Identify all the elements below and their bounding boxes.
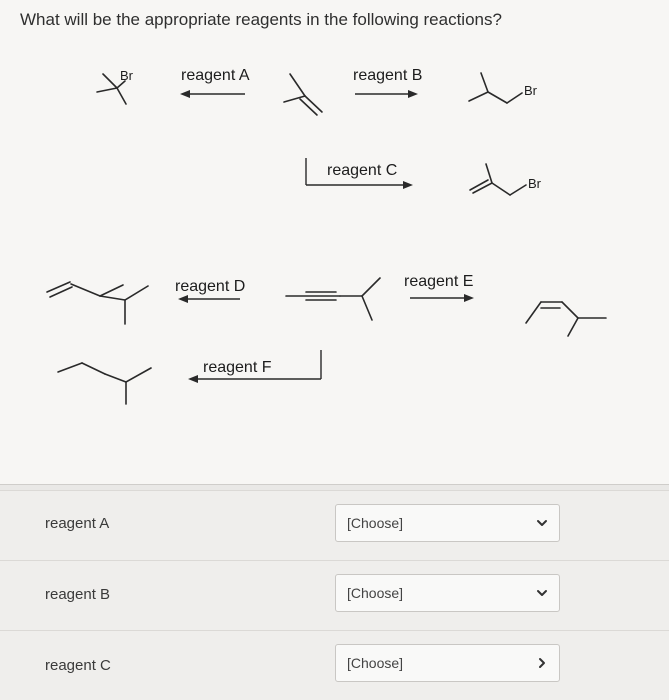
- isobutylene-structure: [283, 73, 323, 116]
- product-c-structure: Br: [469, 163, 542, 196]
- reagent-b-selected-value: [Choose]: [347, 585, 404, 601]
- reaction-scheme: Br reagent A reagent B Br: [46, 67, 607, 405]
- reagent-c-dropdown[interactable]: [Choose]: [335, 644, 560, 682]
- chevron-down-icon: [537, 590, 547, 596]
- isobutyl-bromide-structure: Br: [468, 72, 538, 104]
- br-label-c: Br: [528, 176, 542, 191]
- reagent-a-dropdown[interactable]: [Choose]: [335, 504, 560, 542]
- reagent-a-arrow: [180, 90, 245, 98]
- cis-alkene-structure: [525, 301, 607, 337]
- reagent-d-label: reagent D: [175, 278, 245, 295]
- alkene-d-structure: [46, 281, 149, 325]
- br-label-b: Br: [524, 83, 538, 98]
- alkene-f-structure: [57, 362, 152, 405]
- answer-row-reagent-c: reagent C [Choose]: [0, 630, 669, 700]
- answer-row-reagent-b: reagent B [Choose]: [0, 560, 669, 630]
- reagent-d-arrow: [178, 295, 240, 303]
- reagent-a-selected-value: [Choose]: [347, 515, 404, 531]
- question-title: What will be the appropriate reagents in…: [20, 10, 502, 29]
- reagent-f-label: reagent F: [203, 359, 272, 376]
- reagent-b-dropdown[interactable]: [Choose]: [335, 574, 560, 612]
- reagent-a-label: reagent A: [181, 67, 250, 84]
- reagent-f-arrow: [188, 350, 322, 383]
- tert-butyl-bromide-structure: Br: [96, 68, 134, 105]
- answer-label-reagent-b: reagent B: [45, 586, 111, 603]
- answer-row-reagent-a: reagent A [Choose]: [0, 490, 669, 560]
- reagent-e-arrow: [410, 294, 474, 302]
- br-label-left: Br: [120, 68, 134, 83]
- question-panel: What will be the appropriate reagents in…: [0, 0, 669, 485]
- reagent-c-arrow: [305, 158, 413, 189]
- alkyne-structure: [285, 277, 381, 321]
- reagent-c-label: reagent C: [327, 162, 397, 179]
- chevron-right-icon: [539, 658, 545, 668]
- reagent-e-label: reagent E: [404, 273, 473, 290]
- reagent-b-label: reagent B: [353, 67, 422, 84]
- answer-label-reagent-c: reagent C: [45, 657, 111, 674]
- answer-label-reagent-a: reagent A: [45, 515, 110, 532]
- reagent-c-selected-value: [Choose]: [347, 655, 404, 671]
- chevron-down-icon: [537, 520, 547, 526]
- reagent-b-arrow: [355, 90, 418, 98]
